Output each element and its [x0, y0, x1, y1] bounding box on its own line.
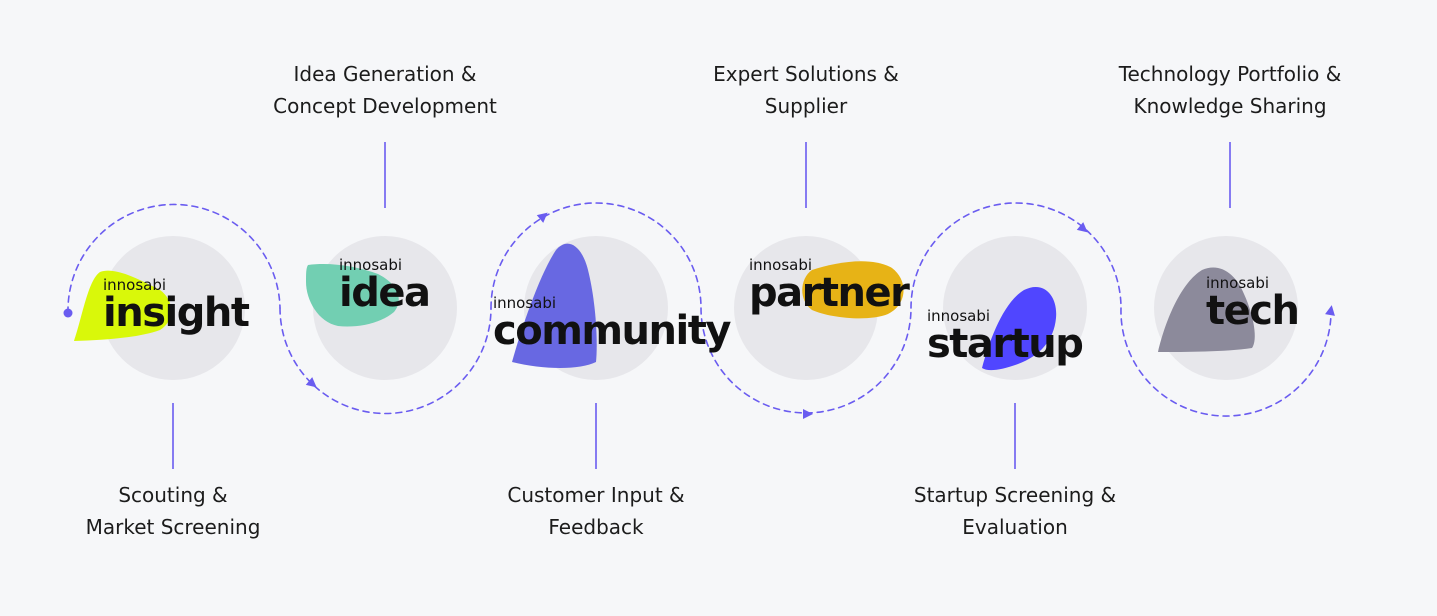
wordmark-tech: innosabi tech: [1206, 276, 1298, 331]
flow-start-dot: [64, 309, 73, 318]
caption-line: Technology Portfolio &: [1070, 58, 1390, 90]
caption-line: Market Screening: [13, 511, 333, 543]
caption-line: Knowledge Sharing: [1070, 90, 1390, 122]
caption-line: Customer Input &: [436, 479, 756, 511]
wordmark-startup: innosabi startup: [927, 309, 1082, 364]
caption-community: Customer Input & Feedback: [436, 479, 756, 543]
caption-line: Concept Development: [225, 90, 545, 122]
caption-insight: Scouting & Market Screening: [13, 479, 333, 543]
caption-line: Startup Screening &: [855, 479, 1175, 511]
flow-arrow-5: [1325, 304, 1337, 316]
caption-line: Scouting &: [13, 479, 333, 511]
caption-line: Expert Solutions &: [646, 58, 966, 90]
caption-tech: Technology Portfolio & Knowledge Sharing: [1070, 58, 1390, 122]
caption-partner: Expert Solutions & Supplier: [646, 58, 966, 122]
wordmark-insight: innosabi insight: [103, 278, 248, 333]
wordmark-idea: innosabi idea: [339, 258, 429, 313]
caption-startup: Startup Screening & Evaluation: [855, 479, 1175, 543]
caption-line: Feedback: [436, 511, 756, 543]
caption-idea: Idea Generation & Concept Development: [225, 58, 545, 122]
wordmark-community: innosabi community: [493, 296, 730, 351]
wordmark-name: partner: [749, 273, 908, 313]
wordmark-name: community: [493, 311, 730, 351]
wordmark-name: insight: [103, 293, 248, 333]
caption-line: Idea Generation &: [225, 58, 545, 90]
wordmark-name: idea: [339, 273, 429, 313]
flow-arrow-3: [803, 409, 813, 419]
caption-line: Supplier: [646, 90, 966, 122]
wordmark-name: startup: [927, 324, 1082, 364]
caption-line: Evaluation: [855, 511, 1175, 543]
wordmark-partner: innosabi partner: [749, 258, 908, 313]
wordmark-name: tech: [1206, 291, 1298, 331]
